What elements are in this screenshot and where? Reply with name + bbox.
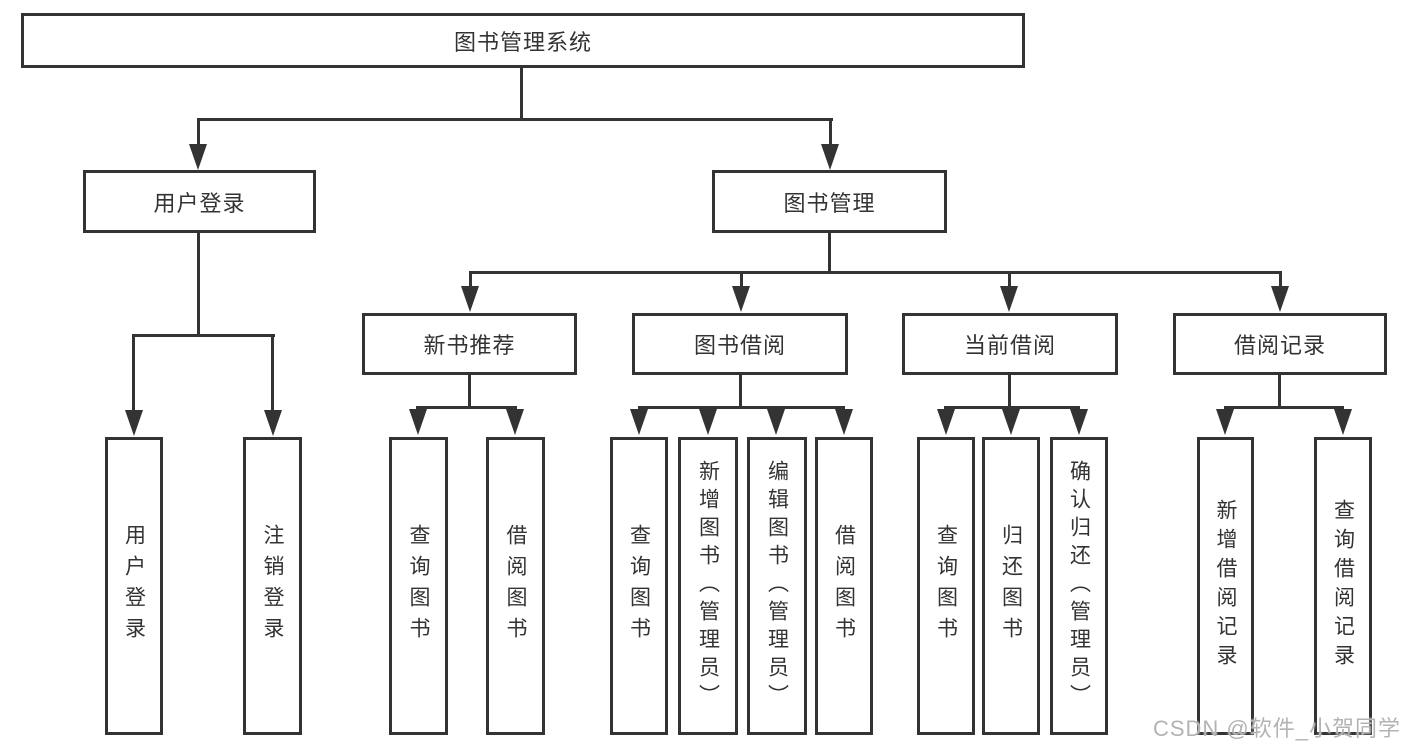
node-label: 确认归还（管理员） bbox=[1067, 460, 1091, 712]
arrow-down-icon bbox=[937, 409, 955, 435]
arrow-down-icon bbox=[461, 286, 479, 312]
connector-line bbox=[197, 233, 200, 336]
node-label: 新增图书（管理员） bbox=[696, 460, 720, 712]
node-label: 图书管理 bbox=[783, 190, 876, 216]
node-label: 编辑图书（管理员） bbox=[765, 460, 789, 712]
node-label: 新书推荐 bbox=[423, 333, 516, 358]
connector-line bbox=[1279, 271, 1282, 287]
node-label: 注销登录 bbox=[261, 524, 284, 648]
node-label: 查询借阅记录 bbox=[1331, 499, 1355, 673]
connector-line bbox=[132, 334, 275, 337]
node-book-management: 图书管理 bbox=[712, 170, 947, 233]
arrow-down-icon bbox=[1000, 286, 1018, 312]
csdn-watermark: CSDN @软件_小贺同学 bbox=[1152, 716, 1401, 741]
node-edit-book-admin: 编辑图书（管理员） bbox=[747, 437, 807, 735]
connector-line bbox=[469, 271, 1282, 274]
connector-line bbox=[271, 334, 274, 412]
node-label: 借阅图书 bbox=[832, 524, 856, 648]
node-borrow-books: 借阅图书 bbox=[486, 437, 545, 735]
connector-line bbox=[1224, 406, 1344, 409]
node-return-books: 归还图书 bbox=[982, 437, 1040, 735]
node-label: 用户登录 bbox=[153, 190, 246, 216]
connector-line bbox=[416, 406, 517, 409]
arrow-down-icon bbox=[1271, 286, 1289, 312]
node-label: 图书借阅 bbox=[693, 333, 786, 358]
connector-line bbox=[1008, 271, 1011, 287]
node-label: 图书管理系统 bbox=[453, 29, 592, 55]
arrow-down-icon bbox=[125, 410, 143, 436]
arrow-down-icon bbox=[409, 409, 427, 435]
node-label: 借阅图书 bbox=[504, 524, 527, 648]
node-query-books: 查询图书 bbox=[610, 437, 668, 735]
node-label: 当前借阅 bbox=[963, 333, 1056, 358]
arrow-down-icon bbox=[821, 144, 839, 170]
node-query-books: 查询图书 bbox=[389, 437, 448, 735]
arrow-down-icon bbox=[1216, 409, 1234, 435]
node-label: 借阅记录 bbox=[1233, 333, 1326, 358]
arrow-down-icon bbox=[506, 409, 524, 435]
node-logout: 注销登录 bbox=[243, 437, 302, 735]
node-label: 新增借阅记录 bbox=[1214, 499, 1237, 673]
node-borrow-books: 借阅图书 bbox=[815, 437, 873, 735]
node-add-book-admin: 新增图书（管理员） bbox=[678, 437, 738, 735]
connector-line bbox=[638, 406, 845, 409]
node-query-borrow-record: 查询借阅记录 bbox=[1314, 437, 1372, 735]
connector-line bbox=[197, 118, 833, 121]
node-borrow-records: 借阅记录 bbox=[1173, 313, 1387, 375]
node-add-borrow-record: 新增借阅记录 bbox=[1197, 437, 1254, 735]
node-label: 归还图书 bbox=[999, 524, 1023, 648]
connector-line bbox=[468, 375, 471, 408]
node-library-management-system: 图书管理系统 bbox=[21, 13, 1025, 68]
node-label: 用户登录 bbox=[122, 524, 146, 648]
arrow-down-icon bbox=[1070, 409, 1088, 435]
arrow-down-icon bbox=[767, 409, 785, 435]
arrow-down-icon bbox=[189, 144, 207, 170]
node-book-borrowing: 图书借阅 bbox=[632, 313, 848, 375]
connector-line bbox=[469, 271, 472, 287]
node-user-login-leaf: 用户登录 bbox=[105, 437, 163, 735]
connector-line bbox=[1008, 375, 1011, 408]
connector-line bbox=[520, 68, 523, 118]
arrow-down-icon bbox=[264, 410, 282, 436]
arrow-down-icon bbox=[732, 286, 750, 312]
node-user-login: 用户登录 bbox=[83, 170, 316, 233]
arrow-down-icon bbox=[1002, 409, 1020, 435]
connector-line bbox=[828, 233, 831, 274]
connector-line bbox=[944, 406, 1080, 409]
connector-line bbox=[1278, 375, 1281, 408]
node-label: 查询图书 bbox=[627, 524, 651, 648]
connector-line bbox=[829, 118, 832, 150]
arrow-down-icon bbox=[1334, 409, 1352, 435]
node-query-books: 查询图书 bbox=[917, 437, 975, 735]
connector-line bbox=[197, 118, 200, 150]
node-confirm-return-admin: 确认归还（管理员） bbox=[1050, 437, 1108, 735]
arrow-down-icon bbox=[835, 409, 853, 435]
node-label: 查询图书 bbox=[407, 524, 430, 648]
arrow-down-icon bbox=[699, 409, 717, 435]
node-new-book-recommend: 新书推荐 bbox=[362, 313, 577, 375]
node-label: 查询图书 bbox=[934, 524, 958, 648]
connector-line bbox=[739, 375, 742, 408]
connector-line bbox=[132, 334, 135, 412]
arrow-down-icon bbox=[630, 409, 648, 435]
node-current-borrowing: 当前借阅 bbox=[902, 313, 1118, 375]
connector-line bbox=[740, 271, 743, 287]
